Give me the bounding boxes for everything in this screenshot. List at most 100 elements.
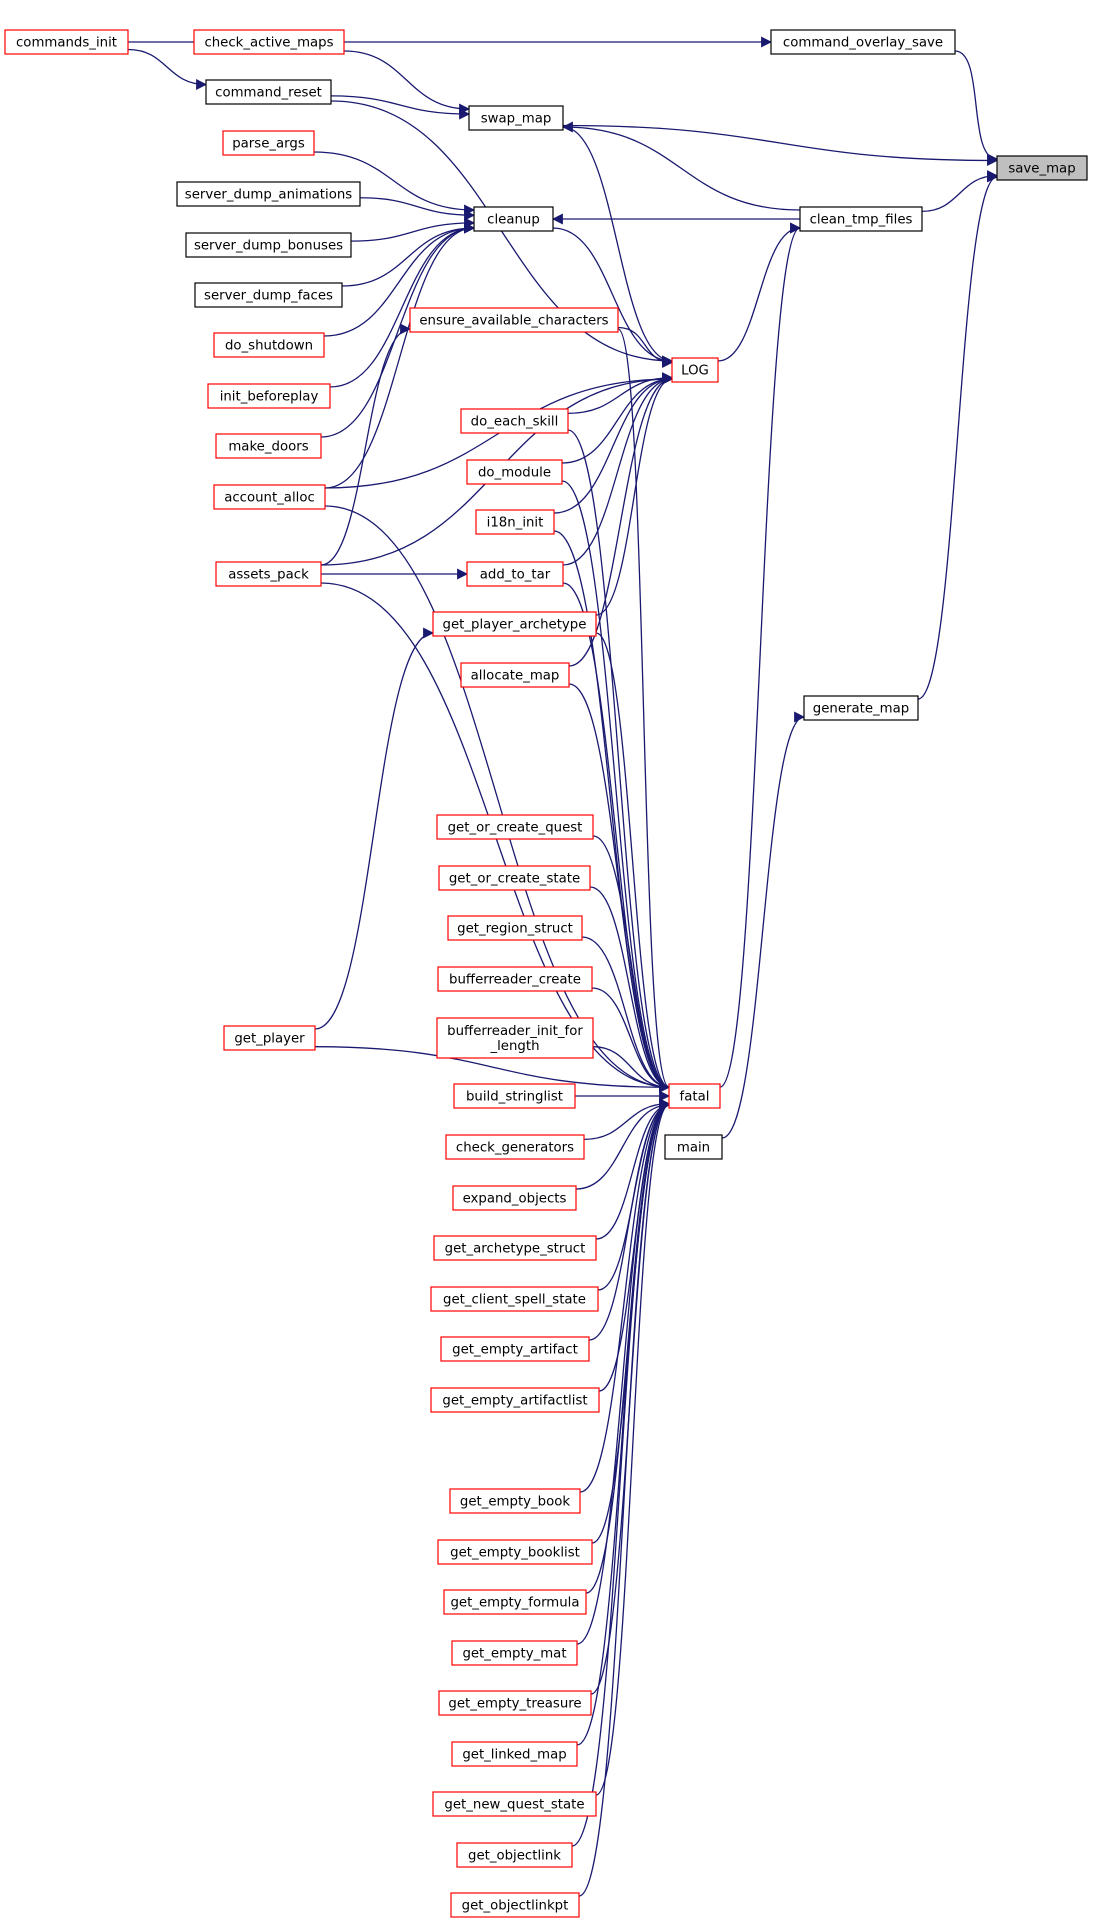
node-box-get_objectlinkpt — [450, 1892, 580, 1918]
node-label-line: check_generators — [456, 1141, 574, 1156]
node-label-get_empty_artifactlist: get_empty_artifactlist — [442, 1394, 587, 1409]
edge-get_player-to-fatal — [314, 1046, 671, 1093]
node-do_module[interactable]: do_module — [466, 459, 563, 485]
node-do_shutdown[interactable]: do_shutdown — [213, 332, 325, 358]
node-commands_init[interactable]: commands_init — [4, 29, 129, 55]
node-get_empty_artifactlist[interactable]: get_empty_artifactlist — [430, 1387, 600, 1413]
node-label-line: swap_map — [481, 112, 552, 127]
node-server_dump_faces[interactable]: server_dump_faces — [194, 282, 343, 308]
node-do_each_skill[interactable]: do_each_skill — [460, 408, 569, 434]
node-get_region_struct[interactable]: get_region_struct — [447, 915, 583, 941]
node-label-line: get_client_spell_state — [443, 1293, 586, 1308]
node-label-do_module: do_module — [478, 466, 551, 481]
edge-get_empty_mat-to-fatal — [576, 1099, 671, 1645]
edge-get_empty_formula-to-fatal — [585, 1099, 671, 1594]
node-label-assets_pack: assets_pack — [228, 568, 309, 583]
node-label-line: check_active_maps — [204, 36, 333, 51]
node-label-line: get_empty_book — [460, 1495, 570, 1510]
node-box-get_empty_treasure — [438, 1690, 592, 1716]
node-box-commands_init — [4, 29, 129, 55]
node-add_to_tar[interactable]: add_to_tar — [466, 561, 564, 587]
node-label-check_generators: check_generators — [456, 1141, 574, 1156]
node-get_linked_map[interactable]: get_linked_map — [451, 1741, 578, 1767]
node-get_empty_booklist[interactable]: get_empty_booklist — [437, 1539, 593, 1565]
node-get_or_create_state[interactable]: get_or_create_state — [438, 865, 591, 891]
node-command_overlay_save[interactable]: command_overlay_save — [770, 29, 956, 55]
node-box-init_beforeplay — [207, 383, 331, 409]
node-server_dump_animations[interactable]: server_dump_animations — [176, 181, 361, 207]
node-box-get_player — [223, 1025, 316, 1051]
node-cleanup[interactable]: cleanup — [473, 206, 554, 232]
node-i18n_init[interactable]: i18n_init — [475, 509, 555, 535]
node-label-get_empty_mat: get_empty_mat — [462, 1647, 566, 1662]
node-get_empty_mat[interactable]: get_empty_mat — [451, 1640, 578, 1666]
node-box-get_or_create_state — [438, 865, 591, 891]
node-make_doors[interactable]: make_doors — [215, 433, 322, 459]
node-server_dump_bonuses[interactable]: server_dump_bonuses — [185, 232, 352, 258]
node-label-main: main — [677, 1141, 710, 1156]
node-label-line: init_beforeplay — [220, 390, 319, 405]
node-swap_map[interactable]: swap_map — [468, 105, 564, 131]
edge-init_beforeplay-to-cleanup — [329, 222, 476, 388]
node-ensure_available_characters[interactable]: ensure_available_characters — [409, 307, 619, 333]
node-get_empty_formula[interactable]: get_empty_formula — [443, 1589, 587, 1615]
edge-get_objectlinkpt-to-fatal — [578, 1099, 671, 1897]
node-label-commands_init: commands_init — [16, 36, 117, 51]
node-box-cleanup — [473, 206, 554, 232]
node-get_client_spell_state[interactable]: get_client_spell_state — [430, 1286, 599, 1312]
node-get_archetype_struct[interactable]: get_archetype_struct — [433, 1235, 597, 1261]
node-main[interactable]: main — [664, 1134, 723, 1160]
node-box-server_dump_bonuses — [185, 232, 352, 258]
node-label-i18n_init: i18n_init — [487, 516, 544, 531]
edge-do_each_skill-to-fatal — [567, 429, 671, 1093]
node-get_empty_artifact[interactable]: get_empty_artifact — [440, 1336, 590, 1362]
node-label-line: add_to_tar — [480, 568, 551, 583]
node-label-line: make_doors — [228, 440, 308, 455]
node-account_alloc[interactable]: account_alloc — [213, 484, 326, 510]
node-box-i18n_init — [475, 509, 555, 535]
node-parse_args[interactable]: parse_args — [222, 130, 315, 156]
node-get_player_archetype[interactable]: get_player_archetype — [432, 611, 597, 637]
edge-swap_map-to-LOG — [562, 126, 674, 367]
node-expand_objects[interactable]: expand_objects — [452, 1185, 577, 1211]
node-get_empty_book[interactable]: get_empty_book — [449, 1488, 581, 1514]
edge-i18n_init-to-LOG — [553, 373, 674, 514]
node-LOG[interactable]: LOG — [671, 357, 719, 383]
node-box-main — [664, 1134, 723, 1160]
node-label-do_each_skill: do_each_skill — [471, 415, 559, 430]
node-label-line: command_overlay_save — [783, 36, 943, 51]
node-fatal[interactable]: fatal — [668, 1083, 721, 1109]
node-clean_tmp_files[interactable]: clean_tmp_files — [799, 206, 923, 232]
node-get_or_create_quest[interactable]: get_or_create_quest — [436, 814, 594, 840]
node-generate_map[interactable]: generate_map — [803, 695, 919, 721]
node-label-get_empty_booklist: get_empty_booklist — [450, 1546, 580, 1561]
node-allocate_map[interactable]: allocate_map — [460, 662, 570, 688]
node-label-line: account_alloc — [224, 491, 315, 506]
node-init_beforeplay[interactable]: init_beforeplay — [207, 383, 331, 409]
node-check_active_maps[interactable]: check_active_maps — [193, 29, 345, 55]
node-box-get_player_archetype — [432, 611, 597, 637]
node-box-get_empty_formula — [443, 1589, 587, 1615]
edge-allocate_map-to-LOG — [568, 373, 674, 667]
edge-parse_args-to-cleanup — [313, 151, 476, 216]
node-assets_pack[interactable]: assets_pack — [215, 561, 322, 587]
node-get_new_quest_state[interactable]: get_new_quest_state — [432, 1791, 597, 1817]
node-command_reset[interactable]: command_reset — [205, 79, 332, 105]
node-get_empty_treasure[interactable]: get_empty_treasure — [438, 1690, 592, 1716]
node-bufferreader_create[interactable]: bufferreader_create — [437, 966, 593, 992]
node-box-bufferreader_create — [437, 966, 593, 992]
node-get_objectlinkpt[interactable]: get_objectlinkpt — [450, 1892, 580, 1918]
node-get_player[interactable]: get_player — [223, 1025, 316, 1051]
node-box-server_dump_animations — [176, 181, 361, 207]
node-check_generators[interactable]: check_generators — [445, 1134, 585, 1160]
node-get_objectlink[interactable]: get_objectlink — [456, 1842, 573, 1868]
node-build_stringlist[interactable]: build_stringlist — [453, 1083, 576, 1109]
edge-command_reset-to-swap_map — [330, 95, 471, 120]
edge-cleanup-to-LOG — [552, 227, 674, 367]
edge-get_or_create_quest-to-fatal — [592, 835, 671, 1093]
node-bufferreader_init_for_length[interactable]: bufferreader_init_for_length — [436, 1017, 594, 1059]
node-box-LOG — [671, 357, 719, 383]
node-label-line: get_empty_formula — [450, 1596, 579, 1611]
